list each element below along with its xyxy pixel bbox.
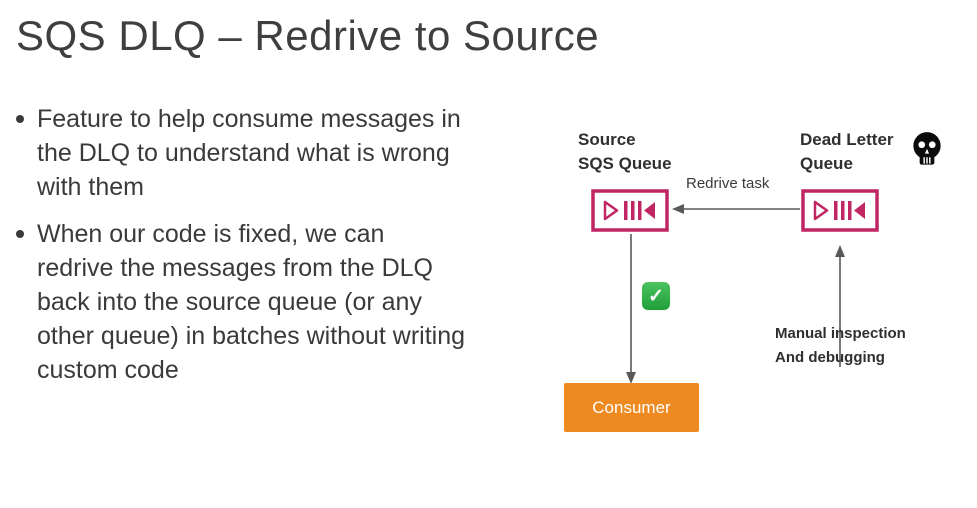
manual-inspection-label: Manual inspection And debugging xyxy=(775,325,906,366)
consumer-box: Consumer xyxy=(564,383,699,432)
bullet-text: Feature to help consume messages in the … xyxy=(37,105,461,201)
consumer-label: Consumer xyxy=(592,397,671,417)
redrive-task-label: Redrive task xyxy=(686,175,770,192)
bullet-text: When our code is fixed, we can redrive t… xyxy=(37,220,466,384)
dead-letter-queue-label: Dead Letter Queue xyxy=(800,130,894,173)
bullet-item: When our code is fixed, we can redrive t… xyxy=(14,217,466,387)
dead-letter-queue-icon xyxy=(801,189,879,232)
bullet-dot xyxy=(16,230,24,238)
manual-inspection-arrow xyxy=(835,245,845,367)
bullet-list: Feature to help consume messages in the … xyxy=(14,102,466,400)
redrive-arrow xyxy=(672,204,800,214)
source-queue-label: Source SQS Queue xyxy=(578,130,672,173)
source-sqs-queue-icon xyxy=(591,189,669,232)
source-to-consumer-arrow xyxy=(626,234,636,384)
slide-title: SQS DLQ – Redrive to Source xyxy=(16,12,600,59)
bullet-item: Feature to help consume messages in the … xyxy=(14,102,466,204)
skull-icon xyxy=(913,132,941,165)
check-icon: ✓ xyxy=(642,282,670,310)
bullet-dot xyxy=(16,115,24,123)
